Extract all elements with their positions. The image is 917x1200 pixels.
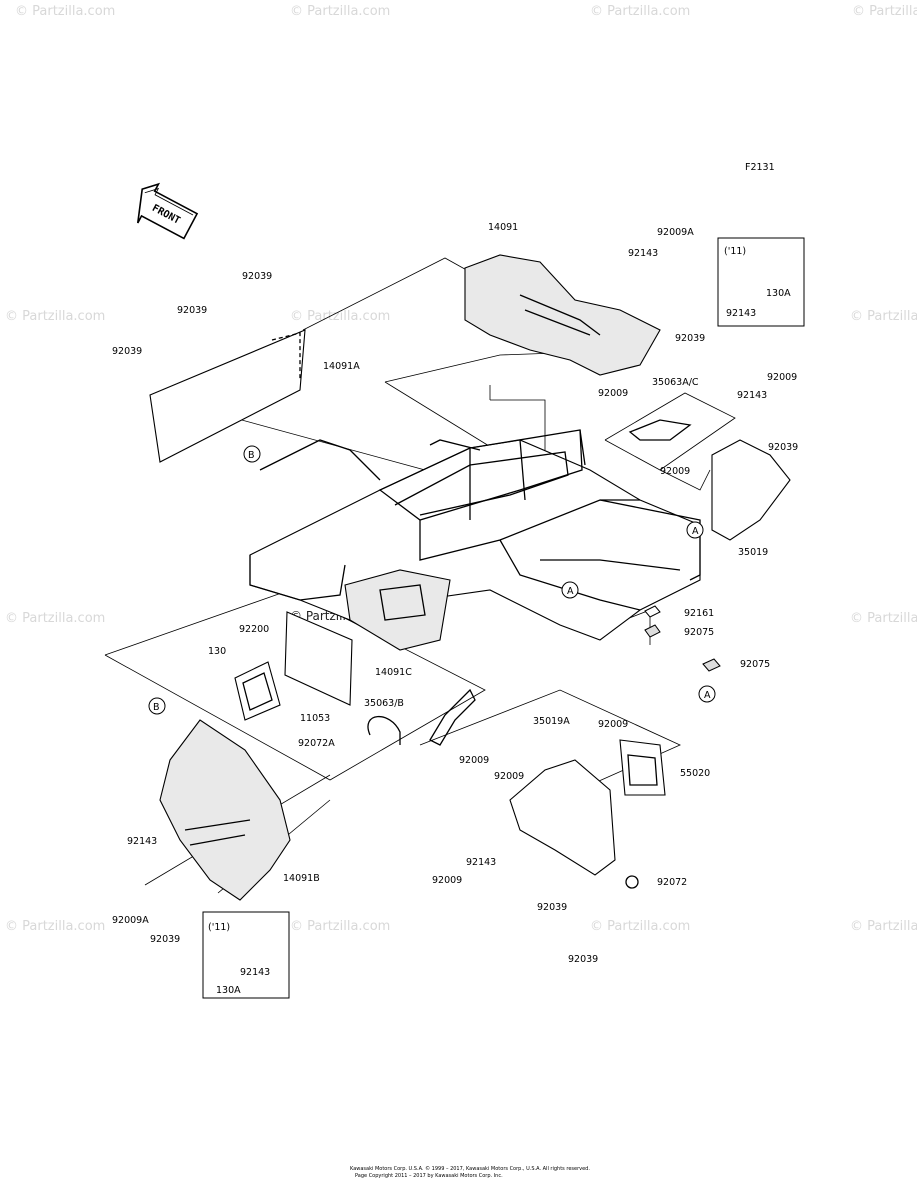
callout: 14091	[488, 222, 518, 233]
copyright-line-2: Page Copyright 2011 – 2017 by Kawasaki M…	[355, 1173, 503, 1179]
callout: 92039	[112, 346, 142, 357]
part-92161-pad	[644, 605, 661, 618]
callout: 92039	[537, 902, 567, 913]
callout: 92039	[675, 333, 705, 344]
part-55020-guard	[619, 739, 666, 796]
callout: B	[248, 450, 255, 461]
callout: 92075	[740, 659, 770, 670]
watermark-text: © Partzilla.com	[850, 919, 917, 934]
watermark-text: © Partzilla.com	[15, 4, 115, 19]
callout: 14091B	[283, 873, 320, 884]
callout: 92009	[432, 875, 462, 886]
watermark-text: © Partzilla.com	[290, 919, 390, 934]
marker-b-top	[243, 445, 261, 463]
watermark-text: © Partzilla.com	[852, 4, 917, 19]
part-35019a-flap	[509, 759, 616, 876]
figure-code: F2131	[745, 162, 775, 173]
part-14091c-plate	[284, 611, 353, 706]
watermark-text: © Partzilla.com	[5, 611, 105, 626]
callout: 92009	[598, 719, 628, 730]
inset-box-2011-top	[717, 237, 805, 327]
watermark-text: © Partzilla.com	[850, 309, 917, 324]
marker-a-low	[698, 685, 716, 703]
callout: 92161	[684, 608, 714, 619]
watermark-text: © Partzilla.com	[5, 919, 105, 934]
callout: 35063A/C	[652, 377, 699, 388]
callout: 14091C	[375, 667, 412, 678]
callout: 92143	[240, 967, 270, 978]
watermark-text: © Partzilla.com	[5, 309, 105, 324]
front-arrow-icon: FRONT	[136, 182, 199, 240]
callout: 92072	[657, 877, 687, 888]
callout: ('11)	[724, 246, 746, 257]
callout: 35019	[738, 547, 768, 558]
watermark-text: © Partzilla.com	[590, 919, 690, 934]
callout: 130	[208, 646, 226, 657]
callout: 92039	[568, 954, 598, 965]
part-14091b-fender	[159, 719, 291, 901]
inset-box-2011-bottom	[202, 911, 290, 999]
watermark-text: © Partzilla.com	[590, 4, 690, 19]
callout: ('11)	[208, 922, 230, 933]
part-14091a-panel	[149, 329, 306, 463]
callout: 92039	[768, 442, 798, 453]
main-frame	[249, 429, 701, 651]
callout: 92143	[737, 390, 767, 401]
callout: 92009	[598, 388, 628, 399]
watermark-text: © Partzilla.com	[290, 4, 390, 19]
copyright-line-1: Kawasaki Motors Corp. U.S.A. © 1999 – 20…	[350, 1165, 590, 1172]
watermark-text: © Partzilla.com	[850, 611, 917, 626]
callout: 92009	[767, 372, 797, 383]
callout: 35019A	[533, 716, 570, 727]
part-35063b-bracket	[429, 688, 476, 746]
callout: A	[704, 690, 711, 701]
part-14091-fender	[464, 254, 661, 376]
callout: 14091A	[323, 361, 360, 372]
callout: 92075	[684, 627, 714, 638]
part-92072-clip	[625, 875, 639, 889]
callout: 11053	[300, 713, 330, 724]
marker-b-low	[148, 697, 166, 715]
callout: 92009	[660, 466, 690, 477]
callout: 92039	[150, 934, 180, 945]
marker-a-right	[686, 521, 704, 539]
watermark-text: © Partzilla.com	[290, 309, 390, 324]
callout: 92143	[466, 857, 496, 868]
callout: 55020	[680, 768, 710, 779]
callout: 92009	[459, 755, 489, 766]
callout: 92143	[628, 248, 658, 259]
callout: 92200	[239, 624, 269, 635]
part-92075-pad-b	[702, 658, 721, 672]
callout: 130A	[216, 985, 241, 996]
callout: 92009A	[112, 915, 149, 926]
callout: 92009A	[657, 227, 694, 238]
callout: B	[153, 702, 160, 713]
callout: 92009	[494, 771, 524, 782]
part-92075-pad	[644, 624, 661, 638]
callout: 92143	[127, 836, 157, 847]
watermarks: © Partzilla.com © Partzilla.com © Partzi…	[5, 4, 917, 934]
callout: 130A	[766, 288, 791, 299]
callout-labels: 14091 92009A 92143 92039 14091A 92039 92…	[112, 222, 798, 996]
callout: A	[692, 526, 699, 537]
part-35019-flap	[711, 439, 791, 541]
callout: 35063/B	[364, 698, 404, 709]
callout: 92072A	[298, 738, 335, 749]
callout: 92039	[242, 271, 272, 282]
callout: A	[567, 586, 574, 597]
callout: 92143	[726, 308, 756, 319]
part-35063ac-bracket	[628, 419, 692, 441]
callout: 92039	[177, 305, 207, 316]
marker-a-mid	[561, 581, 579, 599]
part-92072a-band	[367, 715, 401, 745]
part-11053-frame	[234, 661, 281, 721]
